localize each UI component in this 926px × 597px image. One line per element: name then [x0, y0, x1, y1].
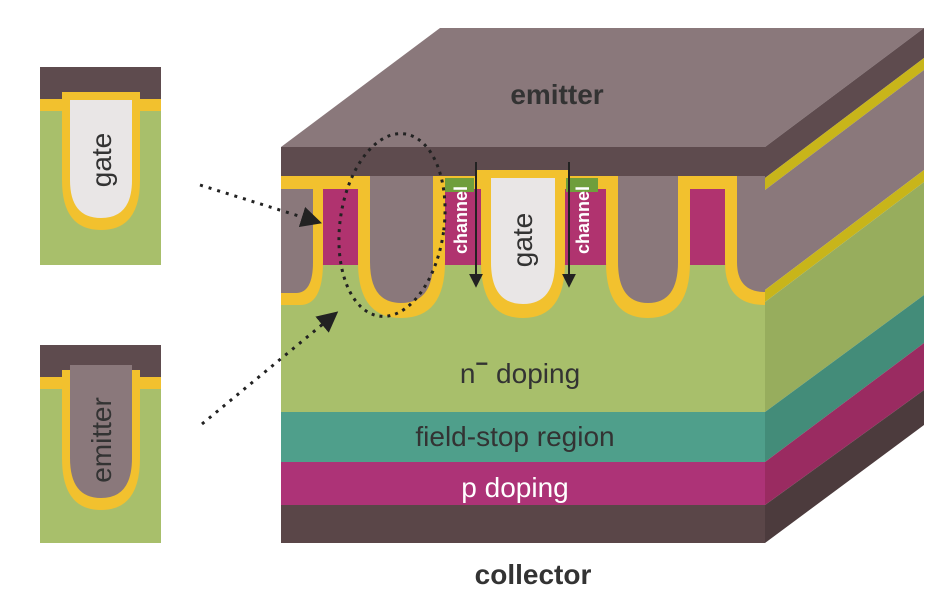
n-plus-source-right — [566, 178, 598, 192]
emitter-label: emitter — [510, 79, 603, 110]
side-emitter-body — [765, 70, 924, 290]
front-p-collector — [281, 462, 765, 505]
trench-emitter-1 — [358, 176, 445, 318]
n-plus-source-left — [444, 178, 474, 192]
front-collector-metal — [281, 505, 765, 543]
n-doping-base: n — [460, 358, 476, 389]
pointer-arrow-emitter — [201, 311, 339, 426]
oxide-cap-center — [476, 170, 570, 178]
n-doping-label: n− doping — [460, 351, 580, 389]
trench-gate-center — [481, 176, 565, 318]
inset-emitter-label: emitter — [86, 397, 117, 483]
side-field-stop — [765, 295, 924, 462]
inset-gate-label: gate — [86, 133, 117, 188]
n-doping-rest: doping — [488, 358, 580, 389]
pointer-arrow-gate — [199, 183, 323, 227]
emitter-top-face — [281, 28, 924, 147]
gate-center-label: gate — [507, 213, 538, 268]
trench-emitter-left-edge — [281, 189, 323, 305]
collector-label: collector — [475, 559, 592, 590]
igbt-block — [281, 28, 924, 543]
side-p-collector — [765, 343, 924, 505]
front-field-stop — [281, 412, 765, 462]
trench-emitter-right-edge — [725, 176, 765, 305]
channel-right-label: channel — [573, 186, 593, 254]
inset-emitter-fill — [70, 365, 132, 498]
n-doping-superscript: − — [475, 351, 488, 376]
channel-left-label: channel — [451, 186, 471, 254]
side-oxide-line-bottom — [765, 170, 924, 302]
trench-emitter-2 — [606, 176, 690, 318]
side-collector-metal — [765, 390, 924, 543]
inset-gate-trench: gate — [40, 67, 161, 265]
side-n-drift — [765, 182, 924, 412]
field-stop-label: field-stop region — [415, 421, 614, 452]
side-oxide-line-top — [765, 58, 924, 190]
highlight-ellipse — [337, 132, 447, 318]
p-doping-label: p doping — [461, 472, 568, 503]
inset-gate-poly — [70, 100, 132, 218]
side-emitter-metal — [765, 28, 924, 178]
inset-emitter-trench: emitter — [40, 345, 161, 543]
